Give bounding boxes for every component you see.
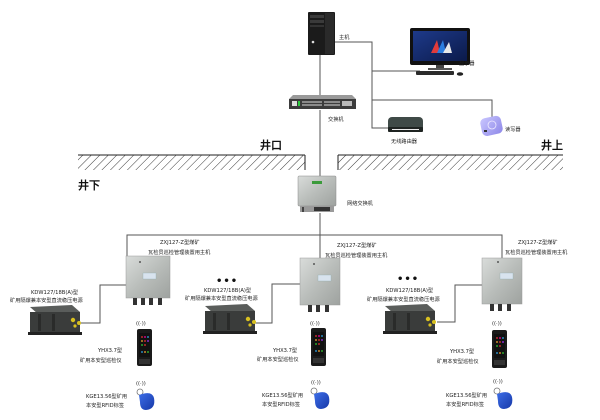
wifi-icon: ((·))	[310, 321, 320, 327]
rfid-reader-icon	[480, 115, 503, 136]
power-model-label: KDW127/18B(A)型	[204, 286, 251, 294]
ethernet-switch-icon	[289, 95, 356, 109]
power-name-label: 矿用隔爆兼本安型直流稳压电源	[10, 296, 83, 304]
ground-left	[78, 154, 306, 170]
handheld-inspector-icon	[492, 330, 507, 368]
power-supply-icon	[383, 304, 437, 334]
inspector-model-label: YHX3.7型	[449, 347, 474, 355]
wifi-icon: ((·))	[311, 380, 321, 386]
handheld-inspector-icon	[311, 328, 326, 366]
wifi-icon: ((·))	[492, 321, 502, 327]
label-network-switch: 网络交换机	[347, 199, 374, 207]
wire-power3-host3	[437, 284, 482, 323]
station-2: ZXJ127-Z型煤矿 瓦检员巡检管理装置用主机 KDW127/18B(A)型 …	[185, 241, 388, 409]
rfid-tag-icon	[136, 388, 155, 410]
rfid-tag-icon	[493, 387, 513, 409]
label-monitor: 显示器	[459, 60, 475, 67]
wifi-icon: ((·))	[493, 379, 503, 385]
inspector-name-label: 矿用本安型巡检仪	[437, 357, 479, 365]
tag-model-label: KGE13.56型矿用	[262, 391, 303, 399]
tag-name-label: 本安型RFID标签	[86, 401, 124, 409]
inspection-host-box-icon	[299, 257, 341, 312]
pc-tower-icon	[308, 12, 335, 55]
host-model-label: ZXJ127-Z型煤矿	[518, 238, 558, 246]
ellipsis-1: •••	[216, 276, 238, 287]
power-model-label: KDW127/18B(A)型	[386, 286, 433, 294]
handheld-inspector-icon	[137, 329, 152, 366]
ground-right	[337, 154, 563, 170]
host-name-label: 瓦检员巡检管理装置用主机	[505, 248, 568, 256]
power-name-label: 矿用隔爆兼本安型直流稳压电源	[367, 295, 440, 303]
power-supply-icon	[203, 304, 257, 334]
network-switch-box-icon	[297, 175, 337, 212]
inspector-name-label: 矿用本安型巡检仪	[257, 355, 299, 363]
label-switch: 交换机	[328, 115, 344, 123]
tag-model-label: KGE13.56型矿用	[86, 392, 127, 400]
wifi-icon: ((·))	[136, 381, 146, 387]
wires	[80, 41, 503, 324]
inspection-host-box-icon	[125, 255, 171, 305]
host-name-label: 瓦检员巡检管理装置用主机	[325, 251, 388, 259]
host-model-label: ZXJ127-Z型煤矿	[160, 238, 200, 246]
ellipsis-2: •••	[397, 274, 419, 285]
label-host: 主机	[339, 33, 350, 41]
power-name-label: 矿用隔爆兼本安型直流稳压电源	[185, 294, 258, 302]
inspector-name-label: 矿用本安型巡检仪	[80, 356, 122, 364]
inspector-model-label: YHX3.7型	[97, 346, 122, 354]
label-underground: 井下	[78, 178, 100, 192]
inspector-model-label: YHX3.7型	[272, 346, 297, 354]
wire-host-router	[334, 41, 388, 129]
inspection-host-box-icon	[481, 257, 523, 311]
label-router: 无线路由器	[391, 137, 418, 145]
label-shaft-mouth: 井口	[260, 138, 282, 152]
station-3: ZXJ127-Z型煤矿 瓦检员巡检管理装置用主机 KDW127/18B(A)型 …	[367, 238, 568, 409]
monitor-icon	[410, 28, 470, 76]
wire-underground-bus	[126, 234, 503, 258]
tag-name-label: 本安型RFID标签	[446, 400, 484, 408]
label-reader: 读写器	[505, 125, 521, 133]
power-supply-icon	[28, 305, 82, 335]
wifi-icon: ((·))	[136, 321, 146, 327]
tag-name-label: 本安型RFID标签	[262, 400, 300, 408]
wire-host-reader	[372, 99, 493, 117]
station-1: ZXJ127-Z型煤矿 瓦检员巡检管理装置用主机 KDW127/18B(A)型 …	[10, 238, 211, 410]
tag-model-label: KGE13.56型矿用	[446, 391, 487, 399]
rfid-tag-icon	[310, 387, 330, 409]
wire-power1-host1	[80, 284, 126, 324]
wireless-router-icon	[388, 117, 423, 132]
wire-power2-host2	[255, 283, 300, 324]
label-above-ground: 井上	[541, 138, 563, 152]
power-model-label: KDW127/18B(A)型	[31, 288, 78, 296]
host-name-label: 瓦检员巡检管理装置用主机	[148, 248, 211, 256]
host-model-label: ZXJ127-Z型煤矿	[337, 241, 377, 249]
